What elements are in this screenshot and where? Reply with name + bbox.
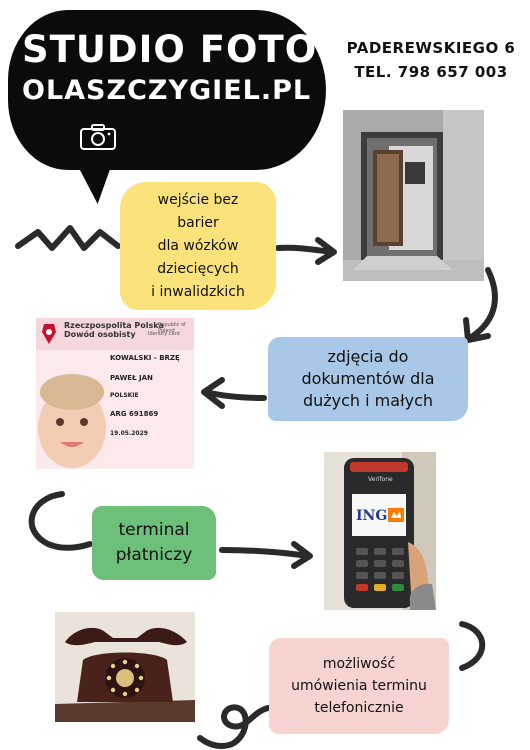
payment-terminal-photo: Verifone ING (324, 452, 436, 610)
feature-barrier-free: wejście bez barier dla wózków dziecięcyc… (120, 182, 276, 310)
swoosh-to-terminal (28, 491, 93, 551)
swoosh-to-phone (459, 621, 486, 671)
id-doc-type-en: Identity card (148, 331, 180, 337)
address-block: PADEREWSKIEGO 6 TEL. 798 657 003 (336, 36, 526, 84)
id-given-name: PAWEŁ JAN (110, 374, 153, 382)
studio-website: OLASZCZYGIEL.PL (22, 75, 312, 106)
vintage-telephone-photo (55, 612, 195, 722)
arrow-to-terminal-photo (219, 547, 311, 559)
studio-title: STUDIO FOTO (22, 28, 318, 71)
loop-line (197, 704, 271, 749)
lion-icon (388, 508, 404, 522)
id-nationality: POLSKIE (110, 392, 139, 399)
feature-phone-booking: możliwość umówienia terminu telefoniczni… (269, 638, 449, 734)
feature-payment-terminal: terminal płatniczy (92, 506, 216, 580)
id-doc-type: Dowód osobisty (64, 330, 136, 339)
id-country: Rzeczpospolita Polska (64, 321, 164, 330)
id-country-en: Republic of Poland (158, 322, 186, 334)
id-expiry: 19.05.2029 (110, 430, 148, 437)
camera-icon (80, 124, 116, 150)
arrow-to-id (203, 389, 267, 401)
terminal-brand: Verifone (368, 476, 393, 483)
entrance-door-photo (343, 110, 484, 281)
id-surname: KOWALSKI - BRZĘ (110, 354, 180, 362)
id-card-photo: Rzeczpospolita Polska Dowód osobisty Rep… (36, 318, 194, 469)
header-speech-bubble (8, 10, 326, 170)
id-number: ARG 691869 (110, 410, 159, 418)
street-address: PADEREWSKIEGO 6 (346, 39, 516, 57)
terminal-screen-text: ING (356, 508, 388, 524)
phone-number: TEL. 798 657 003 (354, 63, 508, 81)
arrow-to-door (275, 244, 335, 255)
feature-document-photos: zdjęcia do dokumentów dla dużych i małyc… (268, 337, 468, 421)
zigzag-line (15, 225, 121, 251)
